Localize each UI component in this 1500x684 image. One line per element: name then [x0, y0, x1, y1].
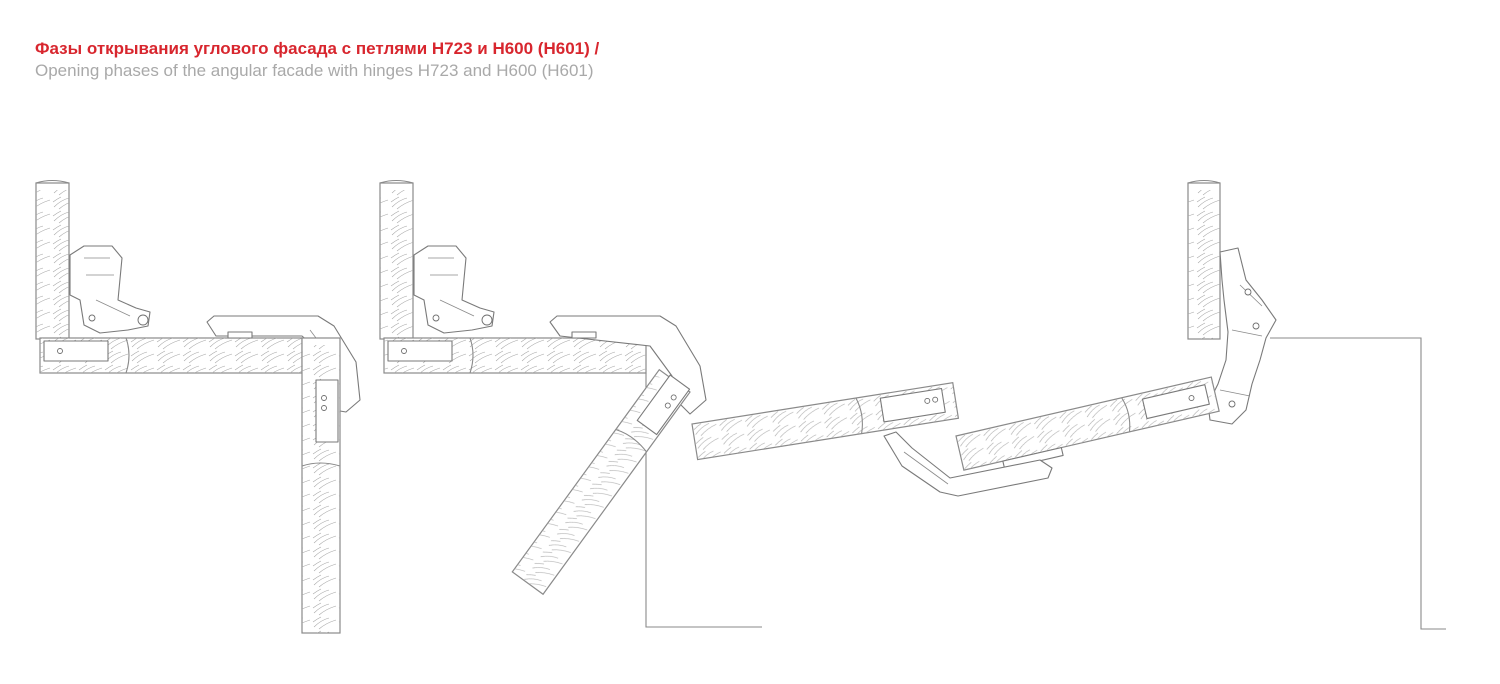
hinge-h600	[883, 431, 1053, 497]
cabinet-side-panel	[1187, 179, 1221, 340]
front-facade-panel	[39, 337, 303, 374]
front-facade-panel	[383, 337, 647, 374]
phase-open	[691, 179, 1446, 630]
title-english: Opening phases of the angular facade wit…	[35, 61, 594, 80]
title-russian: Фазы открывания углового фасада с петлям…	[35, 39, 600, 58]
hinge-h723	[69, 245, 151, 334]
phase-closed	[35, 179, 361, 634]
cabinet-outline	[1270, 337, 1446, 630]
phase-partial	[379, 179, 762, 628]
cabinet-side-panel	[35, 179, 70, 340]
cabinet-outline	[645, 373, 762, 628]
front-facade-panel	[955, 376, 1220, 471]
hinge-h723	[413, 245, 495, 334]
hinge-h723	[1207, 247, 1277, 425]
title-block: Фазы открывания углового фасада с петлям…	[35, 38, 599, 82]
corner-facade-panel	[691, 382, 960, 461]
corner-facade-panel	[301, 337, 341, 634]
cabinet-side-panel	[379, 179, 414, 340]
hinge-h600	[549, 315, 707, 415]
corner-facade-panel	[511, 368, 691, 596]
